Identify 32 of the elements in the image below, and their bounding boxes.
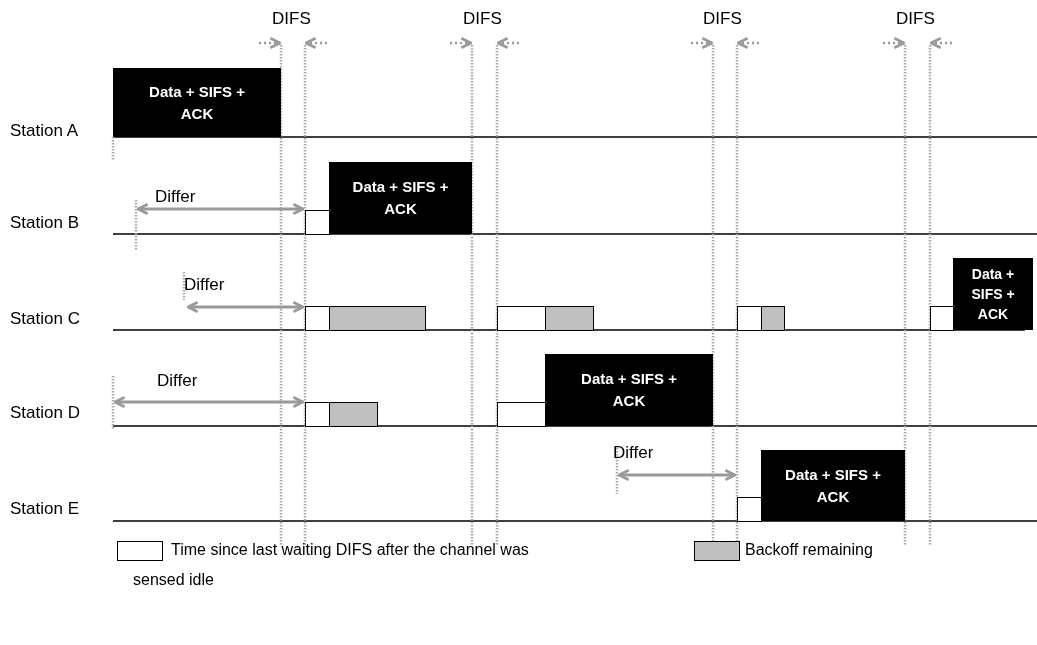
station-label: Station C [10,310,80,327]
backoff-segment [329,306,426,331]
idle-segment [305,306,330,331]
legend-text: Time since last waiting DIFS after the channel was sensed idle [133,540,530,591]
idle-segment [305,210,330,235]
idle-segment [737,306,762,331]
idle-segment [737,497,762,522]
difs-label: DIFS [703,10,742,27]
data-frame-block: Data + SIFS + ACK [953,258,1033,330]
data-frame-block: Data + SIFS + ACK [545,354,713,426]
station-label: Station E [10,500,79,517]
data-frame-block: Data + SIFS + ACK [113,68,281,137]
difs-label: DIFS [463,10,502,27]
idle-segment [305,402,330,427]
data-frame-block: Data + SIFS + ACK [761,450,905,521]
idle-segment [497,402,546,427]
legend-text: Backoff remaining [745,540,874,560]
dimension-label: Differ [155,188,196,205]
backoff-segment [545,306,594,331]
station-label: Station B [10,214,79,231]
dimension-label: Differ [184,276,225,293]
backoff-segment [329,402,378,427]
idle-segment [497,306,546,331]
dimension-label: Differ [613,444,654,461]
difs-label: DIFS [896,10,935,27]
data-frame-block: Data + SIFS + ACK [329,162,472,234]
station-label: Station D [10,404,80,421]
idle-segment [930,306,954,331]
backoff-segment [761,306,785,331]
dimension-label: Differ [157,372,198,389]
difs-label: DIFS [272,10,311,27]
station-label: Station A [10,122,79,139]
